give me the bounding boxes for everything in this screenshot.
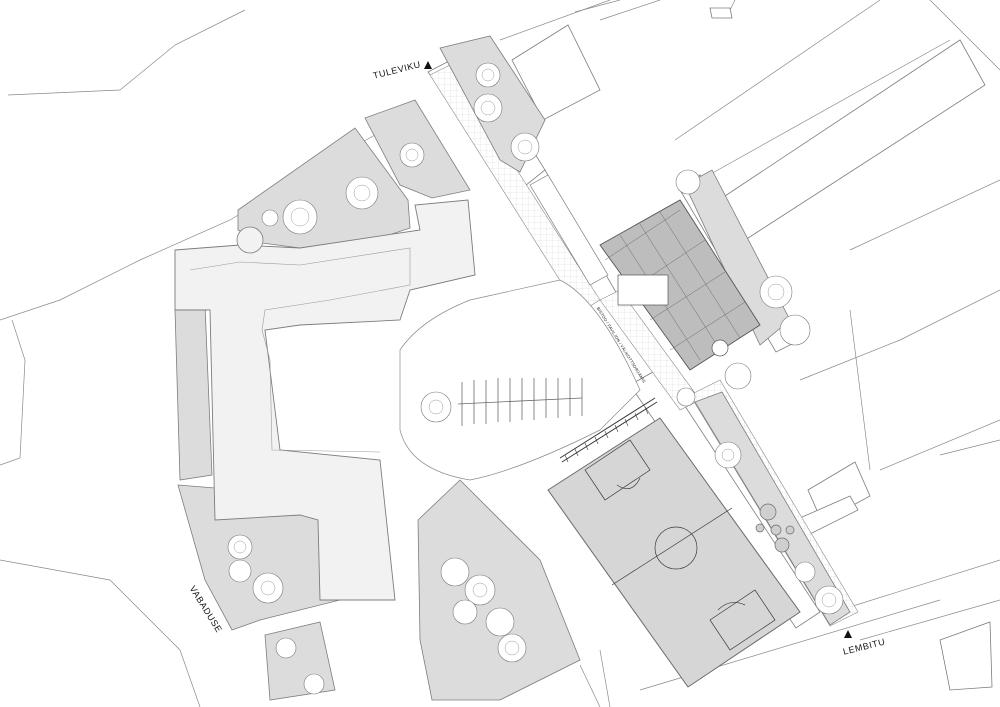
courtyard: [399, 279, 641, 481]
bleachers: [559, 397, 658, 463]
tree-group-parking: [420, 391, 452, 423]
tree-group-north: [473, 62, 540, 162]
parking-stalls: [457, 378, 583, 426]
entry-arrow-south: [844, 630, 852, 638]
school-building: [174, 199, 476, 601]
tree-group-lawn: [261, 142, 425, 235]
tree-group-west: [227, 534, 325, 695]
trees: [227, 62, 844, 695]
tree-group-east: [675, 169, 844, 615]
shelter: [529, 174, 609, 286]
football-pitch: [547, 417, 801, 688]
entry-arrow-north: [424, 61, 432, 69]
neighbour-buildings: [511, 7, 993, 691]
play-circles: [755, 503, 795, 553]
pavilion: [599, 199, 761, 371]
tree-group-park: [440, 557, 527, 663]
bleacher-ticks: [564, 406, 649, 463]
